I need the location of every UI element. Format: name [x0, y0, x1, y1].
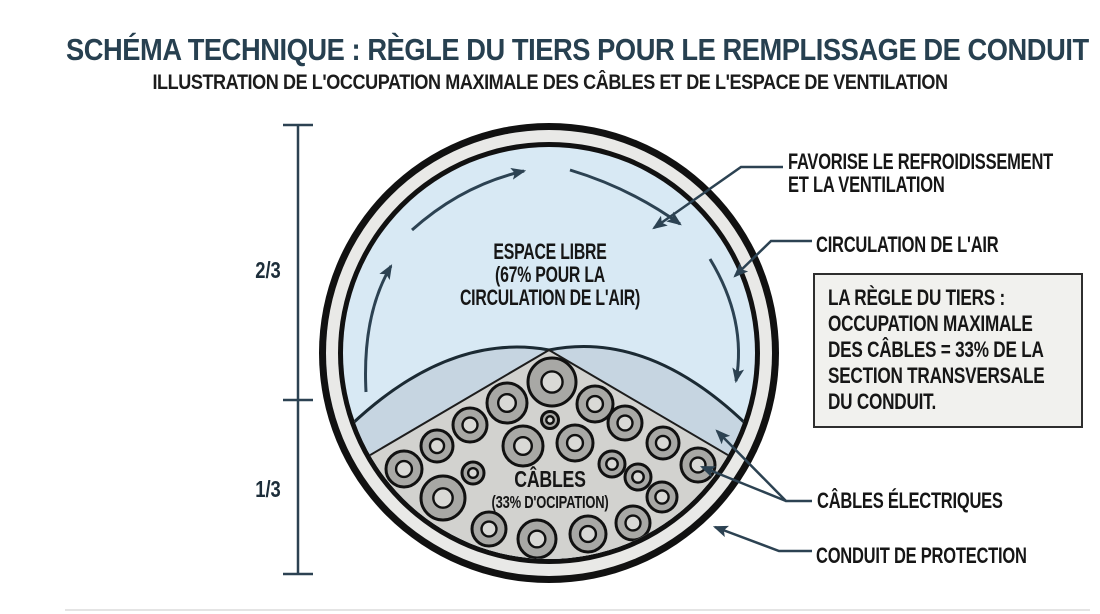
annotation-protective-conduit: CONDUIT DE PROTECTION [816, 543, 1027, 568]
cables-layer [384, 356, 717, 559]
cable-core [513, 436, 534, 457]
free-space-line2: (67% POUR LA [495, 264, 605, 288]
rule-box-line3: DES CÂBLES = 33% DE LA [828, 337, 1044, 362]
annotation-cooling-line2: ET LA VENTILATION [788, 172, 945, 197]
cables-sublabel: (33% D'OCIPATION) [492, 493, 609, 513]
cable-core [605, 457, 619, 471]
cable-core [654, 489, 670, 505]
free-space-label: ESPACE LIBRE (67% POUR LA CIRCULATION DE… [460, 241, 640, 311]
leader-conduit [712, 525, 812, 553]
free-space-line3: CIRCULATION DE L'AIR) [460, 287, 640, 311]
rule-box-line5: DU CONDUIT. [828, 389, 937, 414]
cable-core [565, 433, 585, 453]
rule-box-line2: OCCUPATION MAXIMALE [828, 311, 1033, 336]
cable-core [631, 470, 645, 484]
leader-cooling [652, 165, 783, 230]
annotation-air-circulation: CIRCULATION DE L'AIR [816, 232, 999, 257]
cable-core [428, 437, 446, 455]
rule-of-thirds-box: LA RÈGLE DU TIERS : OCCUPATION MAXIMALE … [813, 273, 1083, 428]
cables-label: CÂBLES [514, 466, 586, 493]
cable-core [480, 520, 498, 538]
cable-core [497, 393, 518, 414]
air-arrow-right [708, 258, 745, 384]
dimension-line [283, 123, 313, 576]
cable-core [654, 434, 672, 452]
rule-box-line4: SECTION TRANSVERSALE [828, 363, 1045, 388]
cable-core [432, 487, 454, 509]
page-title: SCHÉMA TECHNIQUE : RÈGLE DU TIERS POUR L… [66, 32, 1089, 67]
cable-core [466, 466, 480, 480]
cable-core [616, 414, 634, 432]
rule-box-line1: LA RÈGLE DU TIERS : [828, 285, 1006, 310]
air-arrow-top-left [410, 167, 527, 232]
page-subtitle: ILLUSTRATION DE L'OCCUPATION MAXIMALE DE… [152, 71, 948, 94]
air-circulation-arrows [364, 167, 745, 393]
cable-core [461, 416, 479, 434]
leader-lines [652, 165, 812, 553]
cables-label-line1: CÂBLES [514, 466, 585, 493]
fraction-one-third: 1/3 [255, 477, 281, 502]
cable-core [624, 514, 642, 532]
svg-text:2/3: 2/3 [255, 258, 281, 283]
leader-air-circulation [733, 239, 812, 278]
fraction-two-thirds: 2/3 [255, 258, 281, 283]
air-arrow-left [364, 264, 393, 393]
annotation-electric-cables: CÂBLES ÉLECTRIQUES [817, 488, 1003, 513]
bottom-divider [65, 609, 1090, 611]
svg-text:1/3: 1/3 [255, 477, 281, 502]
leader-cables-b [699, 465, 787, 503]
cable-core [578, 524, 598, 544]
cable-core [545, 415, 555, 425]
cable-core [585, 394, 605, 414]
cable-core [527, 529, 547, 549]
cable-core [540, 370, 564, 394]
cable-core [689, 456, 707, 474]
annotation-cooling-line1: FAVORISE LE REFROIDISSEMENT [788, 149, 1053, 174]
cable-pile-outline [343, 348, 755, 482]
annotation-cooling: FAVORISE LE REFROIDISSEMENT ET LA VENTIL… [788, 150, 1053, 196]
free-space-line1: ESPACE LIBRE [493, 241, 607, 265]
cable-core [394, 459, 414, 479]
cables-label-line2: (33% D'OCIPATION) [492, 493, 609, 513]
